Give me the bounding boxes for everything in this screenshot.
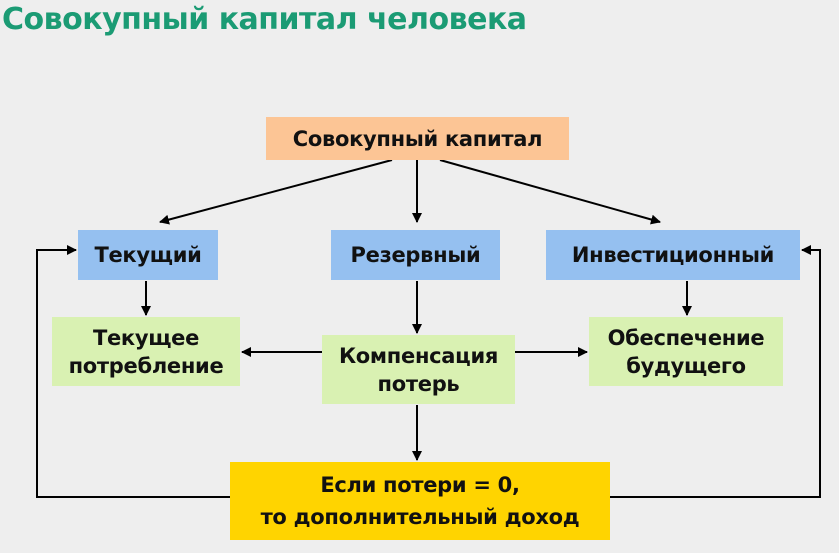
node-current-consumption: Текущее потребление bbox=[52, 317, 240, 386]
node-reserve: Резервный bbox=[331, 230, 500, 280]
node-investment: Инвестиционный bbox=[546, 230, 800, 280]
node-extra-income: Если потери = 0, то дополнительный доход bbox=[230, 462, 610, 540]
arrow-total-investment bbox=[439, 159, 661, 225]
node-future-provision: Обеспечение будущего bbox=[589, 317, 783, 386]
arrow-total-current bbox=[159, 159, 393, 225]
node-current: Текущий bbox=[78, 230, 218, 280]
page-title: Совокупный капитал человека bbox=[2, 2, 527, 37]
loop-left bbox=[36, 245, 230, 498]
loop-right bbox=[610, 245, 821, 498]
node-total-capital: Совокупный капитал bbox=[266, 117, 569, 160]
node-loss-compensation: Компенсация потерь bbox=[322, 335, 515, 404]
